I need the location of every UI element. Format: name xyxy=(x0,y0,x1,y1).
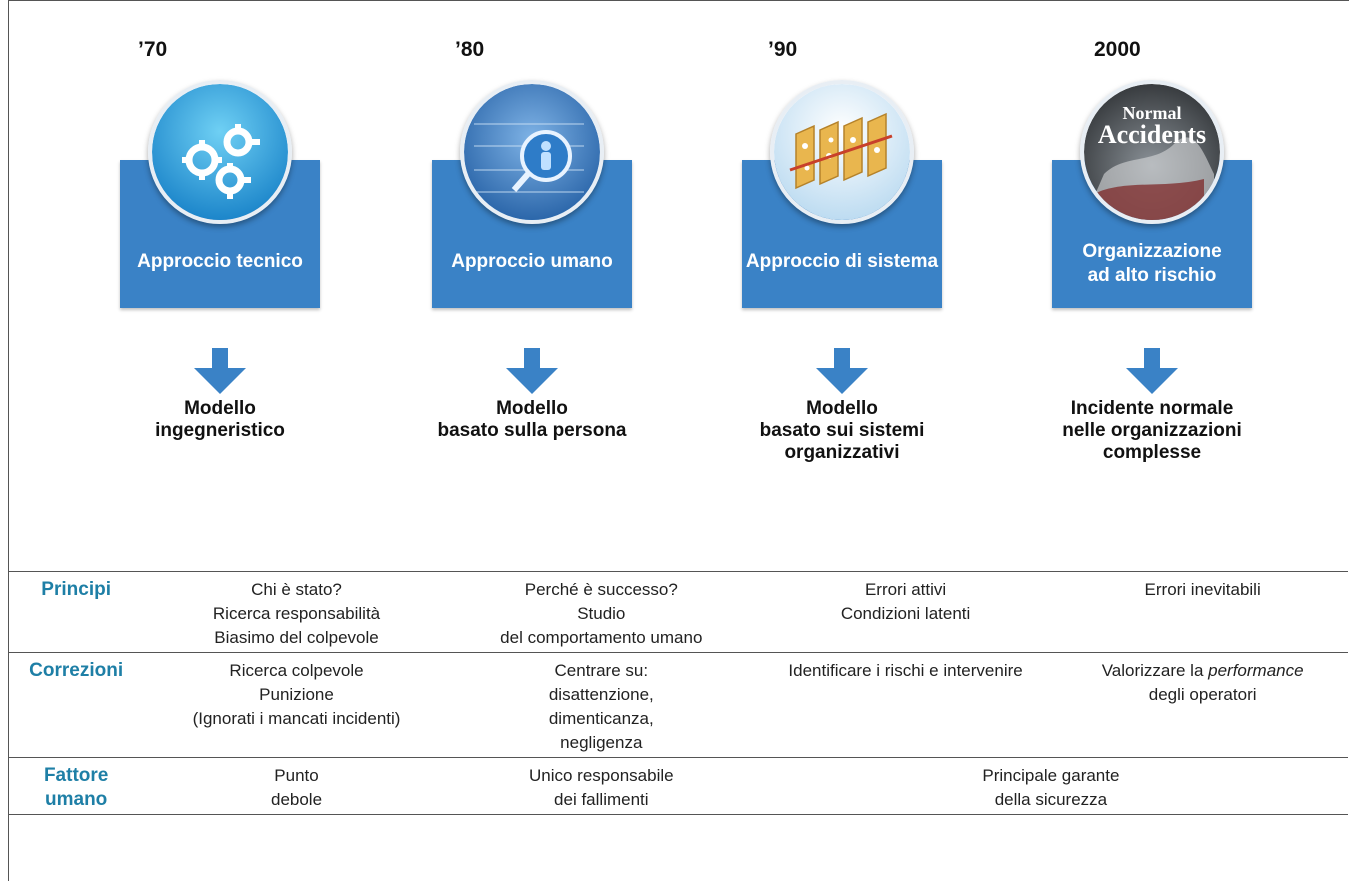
era-year: ’70 xyxy=(138,38,168,61)
approach-label: Approccio tecnico xyxy=(137,251,303,272)
swiss-cheese-icon xyxy=(770,80,914,224)
table-cell: Identificare i rischi e intervenire xyxy=(753,652,1058,758)
table-cell: Errori inevitabili xyxy=(1057,571,1348,653)
down-arrow-icon xyxy=(1126,348,1178,394)
approach-label: Approccio umano xyxy=(451,251,613,272)
row-header: Principi xyxy=(8,571,145,653)
row-header: Correzioni xyxy=(8,652,145,758)
era-year: ’90 xyxy=(768,38,798,61)
down-arrow-icon xyxy=(816,348,868,394)
person-magnifier-icon xyxy=(460,80,604,224)
down-arrow-icon xyxy=(506,348,558,394)
approach-label: Approccio di sistema xyxy=(745,251,939,272)
gears-icon xyxy=(148,80,292,224)
table-cell: Centrare su:disattenzione,dimenticanza,n… xyxy=(448,652,754,758)
diagram-frame xyxy=(8,0,1349,881)
era-year: ’80 xyxy=(455,38,485,61)
era-year: 2000 xyxy=(1094,38,1141,61)
down-arrow-icon xyxy=(194,348,246,394)
